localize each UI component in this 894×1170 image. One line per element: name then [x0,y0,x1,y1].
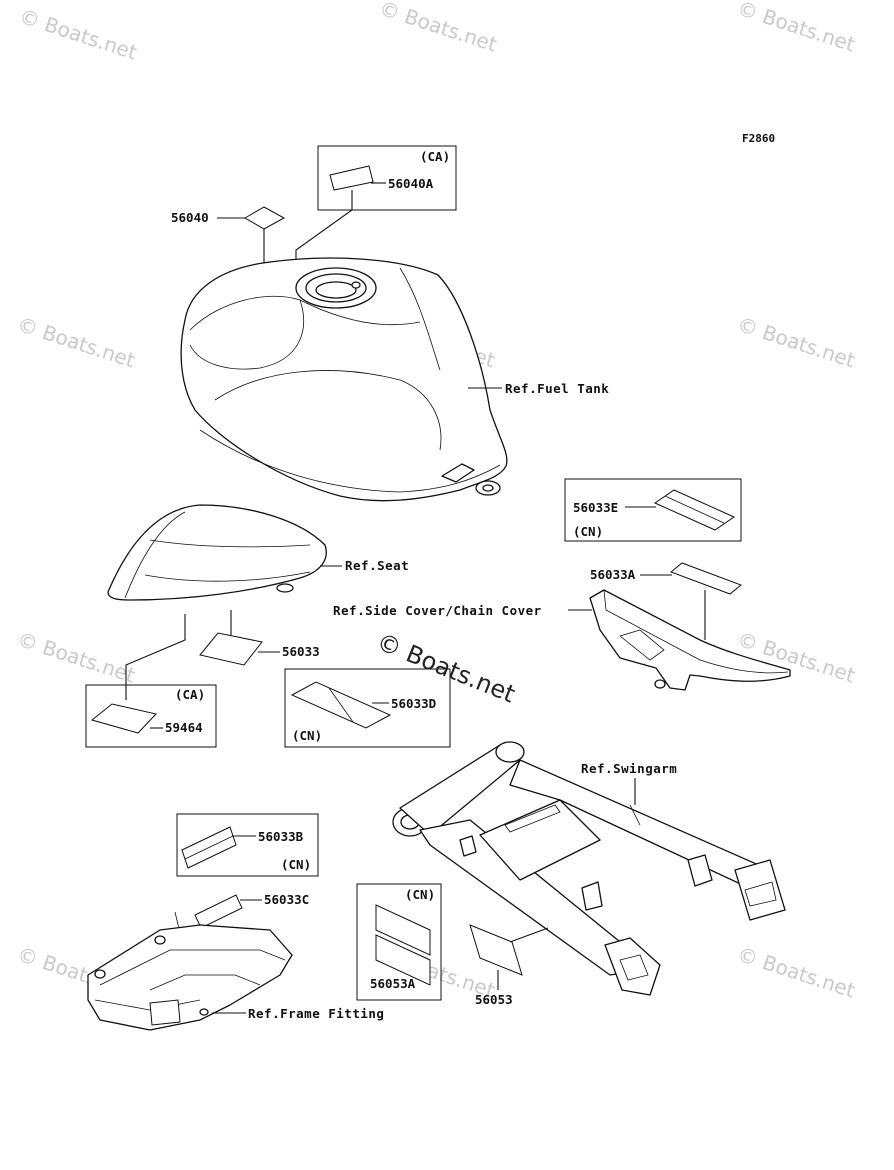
swingarm-cross-member [479,799,601,881]
swingarm-right-arm [509,759,776,901]
region-tag-cn: (CN) [405,887,435,902]
ref-frame-fitting: Ref.Frame Fitting [248,1006,384,1021]
part-number-56040: 56040 [171,210,209,225]
frame-fitting-pad [149,999,181,1026]
part-number-56033b: 56033B [258,829,304,844]
part-number-56033d: 56033D [391,696,436,711]
part-number-56053a: 56053A [370,976,416,991]
decal-56033e-group: 56033E (CN) [564,478,742,542]
ref-side-cover: Ref.Side Cover/Chain Cover [333,603,542,618]
axle-end-left [604,937,661,996]
cn-variant-box [284,668,451,748]
cn-variant-box [564,478,742,542]
region-tag-cn: (CN) [292,728,322,743]
chain-cover-edge [603,589,789,674]
watermark: © Boats.net [734,312,858,373]
cross-member-slot [504,804,561,833]
tank-knee-recess [189,295,304,370]
cn-variant-box [356,883,442,1001]
region-tag-cn: (CN) [573,524,603,539]
ca-variant-box [85,684,217,748]
region-tag-ca: (CA) [175,687,205,702]
decal-56033c [194,894,243,929]
axle-end-right [734,859,786,921]
swingarm-group: Ref.Swingarm 56053 (CN) 56053A [356,741,786,1007]
brake-stay-mount [581,881,603,911]
pivot-bracket [459,835,477,857]
decal-56033e [653,489,736,531]
seat-group: Ref.Seat 56033 (CA) 59464 56033D (CN) [85,504,451,748]
tank-contour [399,267,441,371]
fuel-tank-group: (CA) 56040A 56040 Ref.Fuel Tank [171,145,609,502]
mount-tab [629,804,641,826]
decal-56040 [244,206,286,230]
filler-cap-key [351,281,361,289]
watermark: © Boats.net [16,4,140,65]
part-number-56040a: 56040A [388,176,434,191]
decal-56033 [199,632,263,666]
filler-cap [315,281,357,299]
frame-fitting-group: 56033B (CN) 56033C Ref.Frame Fitting [87,813,384,1031]
decal-56033a [670,562,742,595]
watermark: © Boats.net [14,627,138,688]
part-number-56053: 56053 [475,992,513,1007]
ref-seat: Ref.Seat [345,558,409,573]
watermark: © Boats.net [14,312,138,373]
side-cover-group: 56033A Ref.Side Cover/Chain Cover [333,562,791,691]
chain-guide [687,854,713,887]
decal-56040a [329,165,374,191]
pivot-tube-end [495,741,525,763]
figure-code: F2860 [742,132,775,145]
ref-fuel-tank: Ref.Fuel Tank [505,381,609,396]
part-number-59464: 59464 [165,720,203,735]
decal-fold [664,495,725,524]
watermark: © Boats.net [734,942,858,1003]
frame-fitting [87,924,293,1031]
ca-variant-box [317,145,457,211]
frame-fitting-bolt [199,1008,209,1016]
decal-56053a-top [375,904,431,956]
frame-fitting-bolt [94,969,106,979]
watermark: © Boats.net [734,0,858,57]
frame-fitting-edge [99,949,286,986]
frame-fitting-edge [94,999,201,1011]
chain-cover-bolt [654,679,666,689]
chain-cover [589,589,791,691]
leader-line [125,614,186,700]
seat [107,504,327,601]
decal-59464 [90,703,157,734]
tank-bracket [441,463,475,483]
tank-mount-hole [482,484,494,492]
seat-edge [124,511,186,599]
tank-contour [199,429,501,493]
region-tag-cn: (CN) [281,857,311,872]
seat-hook [276,583,294,593]
seat-contour [144,571,311,582]
fuel-tank [180,257,508,502]
part-number-56033a: 56033A [590,567,636,582]
axle-slot-left [619,954,649,981]
region-tag-ca: (CA) [420,149,450,164]
chain-cover-slot [619,629,665,661]
part-number-56033c: 56033C [264,892,309,907]
decal-56053 [469,924,523,976]
decal-fold [184,835,234,860]
tank-contour [299,299,421,326]
decal-fold [328,687,354,723]
watermark: © Boats.net [376,0,500,57]
cn-variant-box [176,813,319,877]
part-number-56033: 56033 [282,644,320,659]
axle-slot-right [744,881,777,907]
frame-fitting-bolt [154,935,166,945]
part-number-56033e: 56033E [573,500,618,515]
decal-56053a-bottom [375,934,431,986]
tank-contour [214,370,442,451]
frame-fitting-edge [149,974,261,991]
leader-line [509,927,549,943]
seat-contour [149,539,311,548]
ref-swingarm: Ref.Swingarm [581,761,677,776]
